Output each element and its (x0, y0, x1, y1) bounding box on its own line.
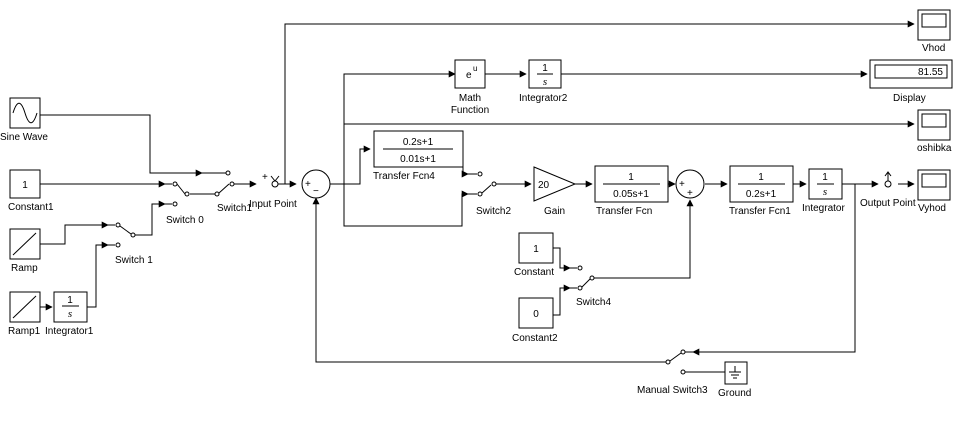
svg-text:s: s (823, 186, 827, 198)
switch1-block[interactable]: Switch1 (202, 170, 252, 214)
transfer-fcn-block[interactable]: 1 0.05s+1 Transfer Fcn (594, 165, 669, 217)
svg-text:s: s (68, 308, 72, 320)
switch-1-label: Switch 1 (115, 255, 153, 266)
display-block[interactable]: 81.55 Display (869, 59, 953, 104)
math-function-label-2: Function (451, 105, 489, 116)
output-point-block[interactable]: Output Point (860, 171, 916, 209)
svg-text:+: + (262, 172, 268, 183)
ground-block[interactable]: Ground (718, 361, 751, 399)
svg-text:s: s (543, 76, 547, 88)
scope-icon (921, 113, 947, 128)
integrator-block[interactable]: 1 s Integrator (802, 168, 845, 214)
input-point-block[interactable]: + Input Point (249, 172, 297, 210)
svg-text:1: 1 (533, 244, 539, 255)
oshibka-scope[interactable]: oshibka (917, 109, 952, 154)
svg-text:1: 1 (542, 63, 548, 74)
svg-text:0.2s+1: 0.2s+1 (403, 137, 434, 148)
svg-text:0: 0 (533, 309, 539, 320)
svg-text:1: 1 (628, 172, 634, 183)
switch0-label: Switch 0 (166, 215, 204, 226)
svg-text:u: u (473, 64, 477, 73)
integrator2-label: Integrator2 (519, 93, 568, 104)
svg-text:1: 1 (67, 295, 73, 306)
scope-icon (921, 173, 947, 188)
svg-text:1: 1 (822, 172, 828, 183)
gain-triangle-icon (533, 166, 577, 202)
gain-value: 20 (538, 180, 550, 191)
constant1-value: 1 (22, 180, 28, 191)
integrator1-block[interactable]: 1 s Integrator1 (45, 291, 94, 337)
ground-icon (729, 366, 741, 379)
svg-text:1: 1 (758, 172, 764, 183)
constant2-label: Constant2 (512, 333, 558, 344)
vyhod-scope[interactable]: Vyhod (917, 169, 951, 214)
ground-label: Ground (718, 388, 751, 399)
manual-switch3-label: Manual Switch3 (637, 385, 708, 396)
vhod-label: Vhod (922, 43, 945, 54)
ramp1-label: Ramp1 (8, 326, 41, 337)
math-function-label-1: Math (459, 93, 481, 104)
constant-block[interactable]: 1 Constant (514, 232, 554, 278)
svg-text:0.2s+1: 0.2s+1 (746, 189, 777, 200)
switch2-block[interactable]: Switch2 (468, 171, 511, 217)
signal-lines (40, 20, 915, 363)
switch-1-block[interactable]: Switch 1 (108, 222, 153, 266)
switch1-label: Switch1 (217, 203, 252, 214)
ramp-icon (12, 232, 37, 256)
switch4-block[interactable]: Switch4 (570, 265, 611, 308)
sine-icon (12, 102, 38, 124)
integrator-label: Integrator (802, 203, 845, 214)
oshibka-label: oshibka (917, 143, 952, 154)
input-point-label: Input Point (249, 199, 297, 210)
scope-icon (921, 13, 947, 28)
display-label: Display (893, 93, 926, 104)
math-function-block[interactable]: e u Math Function (451, 59, 489, 116)
svg-text:+: + (305, 179, 311, 190)
switch4-label: Switch4 (576, 297, 611, 308)
svg-text:0.01s+1: 0.01s+1 (400, 154, 436, 165)
ramp-icon (12, 295, 37, 319)
ramp-block[interactable]: Ramp (9, 228, 41, 274)
transfer-fcn1-label: Transfer Fcn1 (729, 206, 791, 217)
svg-text:e: e (466, 70, 472, 81)
constant2-block[interactable]: 0 Constant2 (512, 297, 558, 344)
sine-wave-label: Sine Wave (0, 132, 48, 143)
constant1-block[interactable]: 1 Constant1 (8, 169, 54, 213)
switch0-block[interactable]: Switch 0 (165, 181, 204, 226)
svg-text:0.05s+1: 0.05s+1 (613, 189, 649, 200)
transfer-fcn4-block[interactable]: 0.2s+1 0.01s+1 Transfer Fcn4 (373, 130, 464, 182)
gain-label: Gain (544, 206, 565, 217)
transfer-fcn-label: Transfer Fcn (596, 206, 652, 217)
integrator2-block[interactable]: 1 s Integrator2 (519, 59, 568, 104)
vyhod-label: Vyhod (918, 203, 946, 214)
gain-block[interactable]: 20 Gain (533, 166, 577, 217)
ramp-label: Ramp (11, 263, 38, 274)
sum-block-2[interactable]: + + (675, 169, 705, 199)
integrator1-label: Integrator1 (45, 326, 94, 337)
sine-wave-block[interactable]: Sine Wave (0, 97, 48, 143)
display-value: 81.55 (918, 67, 943, 78)
constant1-label: Constant1 (8, 202, 54, 213)
svg-text:+: + (687, 188, 693, 199)
ramp1-block[interactable]: Ramp1 (8, 291, 41, 337)
sum-block-1[interactable]: + − (301, 169, 331, 199)
transfer-fcn1-block[interactable]: 1 0.2s+1 Transfer Fcn1 (729, 165, 794, 217)
output-point-label: Output Point (860, 198, 916, 209)
constant-label: Constant (514, 267, 554, 278)
vhod-scope[interactable]: Vhod (917, 9, 951, 54)
transfer-fcn4-label: Transfer Fcn4 (373, 171, 435, 182)
svg-text:+: + (679, 179, 685, 190)
manual-switch3-block[interactable]: Manual Switch3 (637, 349, 725, 396)
switch2-label: Switch2 (476, 206, 511, 217)
svg-text:−: − (313, 186, 319, 197)
